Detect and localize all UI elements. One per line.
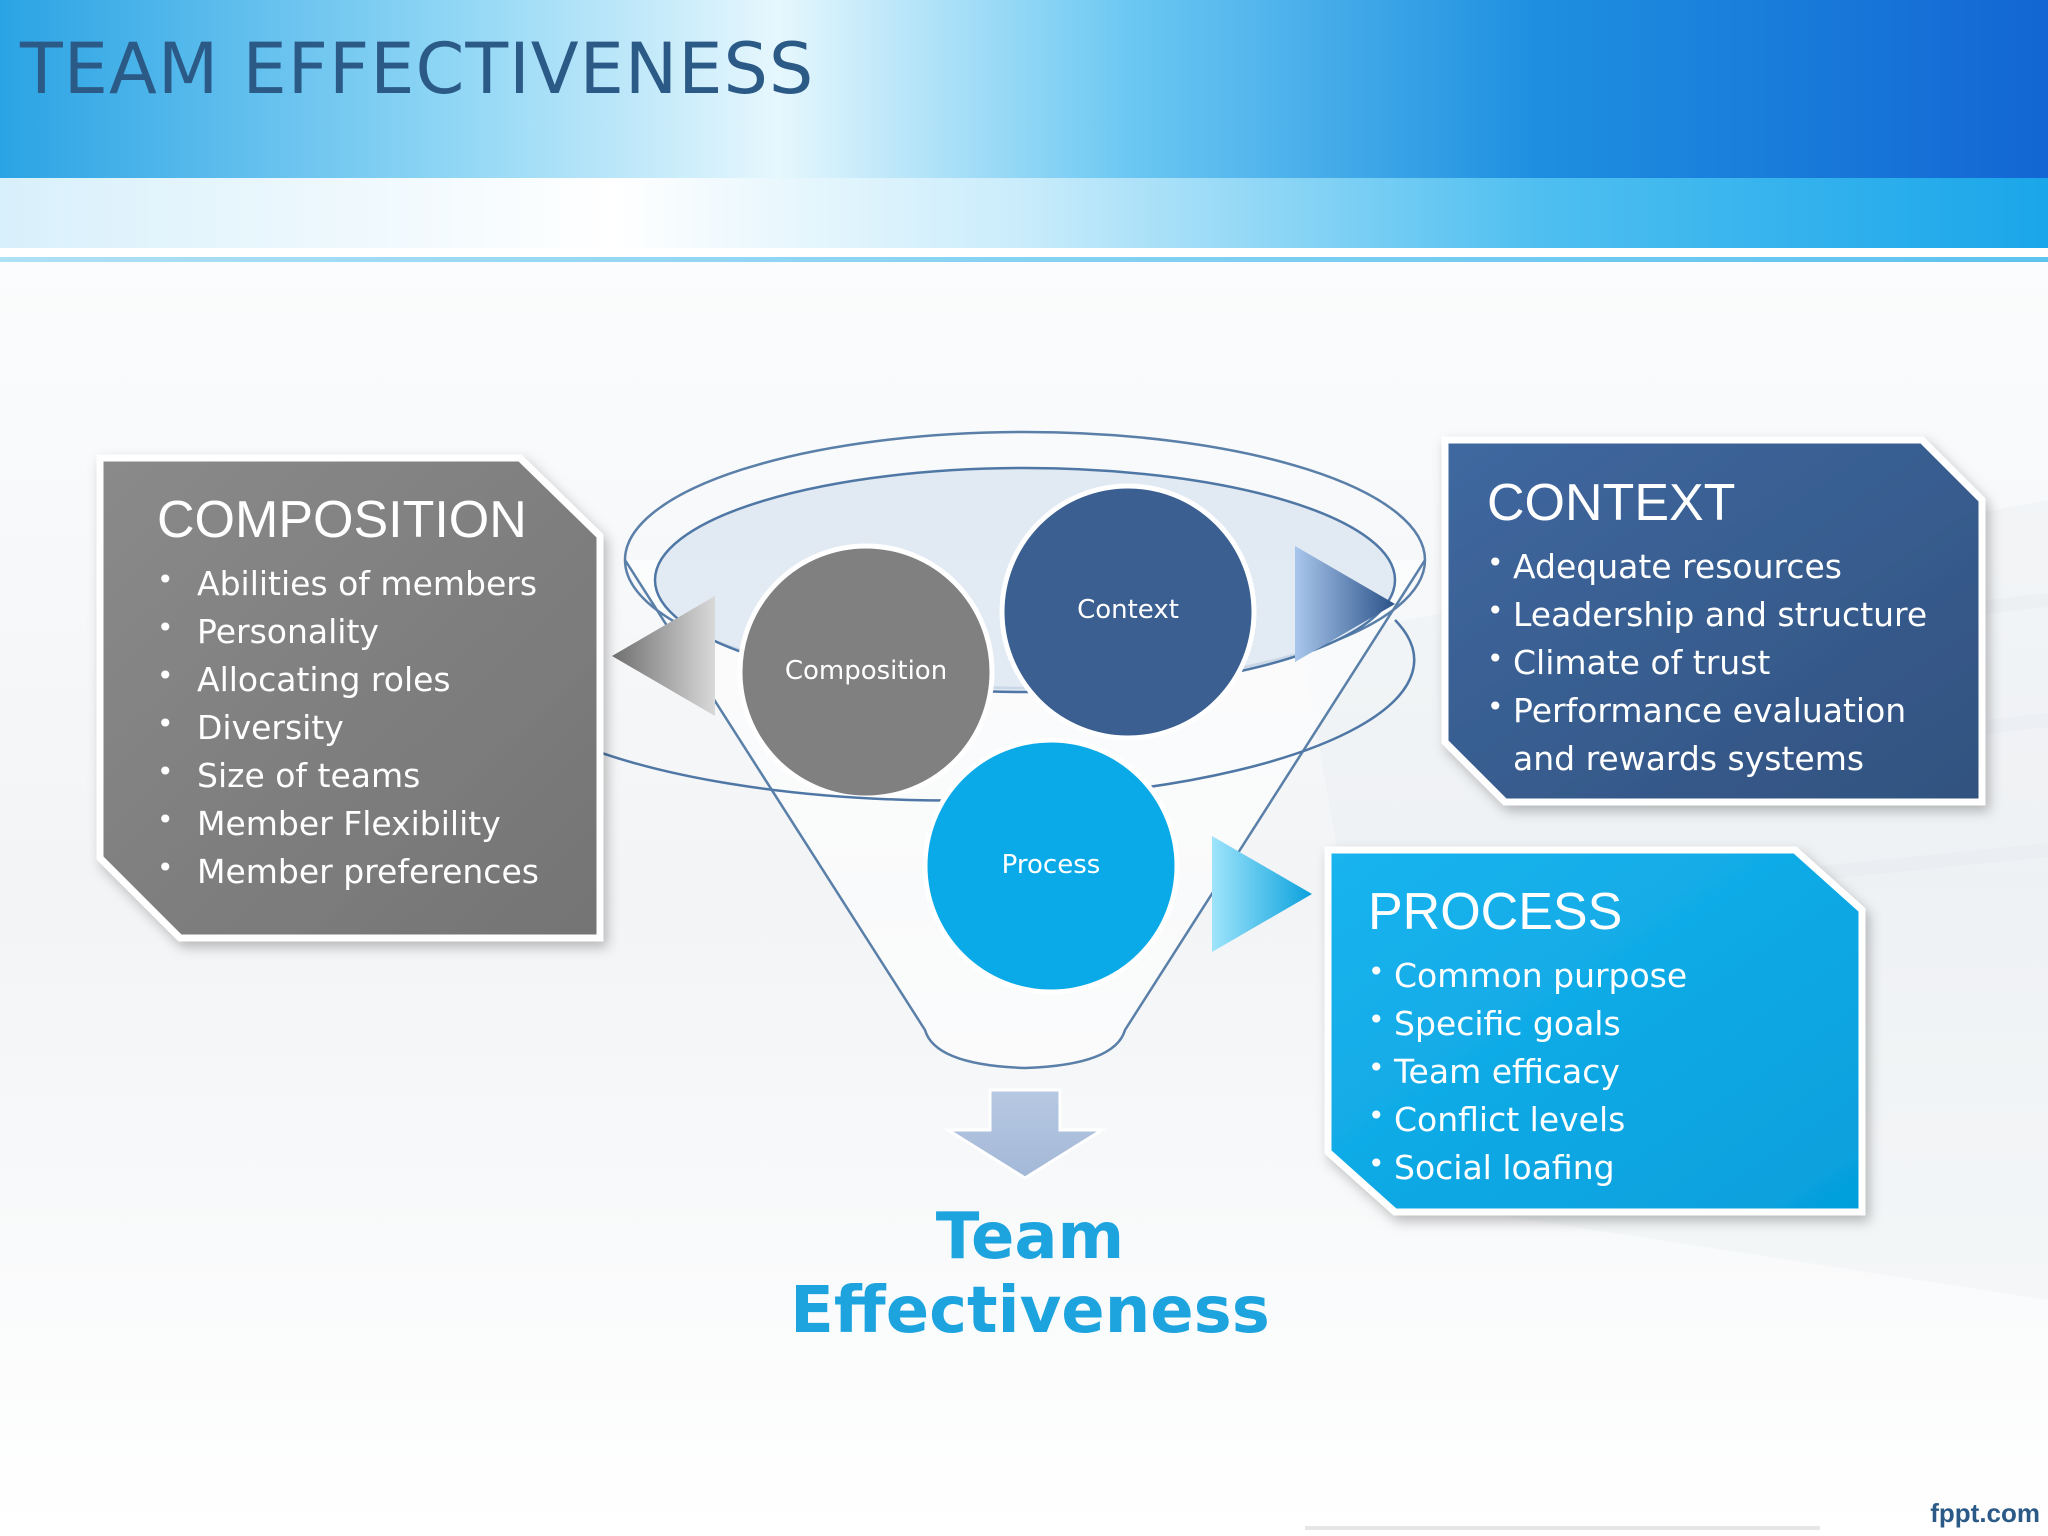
list-item: Member Flexibility	[157, 796, 597, 848]
process-arrow-icon	[1212, 836, 1312, 952]
composition-box: COMPOSITION Abilities of members Persona…	[157, 490, 597, 896]
list-item: Adequate resources	[1487, 539, 1962, 591]
process-circle-label: Process	[1001, 850, 1101, 880]
header-banner-lower	[0, 178, 2048, 248]
list-item: Leadership and structure	[1487, 587, 1962, 639]
footer-brand[interactable]: fppt.com	[1930, 1498, 2040, 1528]
context-circle	[999, 483, 1257, 741]
list-item: Personality	[157, 604, 597, 656]
list-item: Allocating roles	[157, 652, 597, 704]
process-box: PROCESS Common purpose Specific goals Te…	[1368, 882, 1838, 1192]
process-heading: PROCESS	[1368, 883, 1623, 941]
composition-circle-label: Composition	[784, 656, 948, 686]
context-heading: CONTEXT	[1487, 474, 1736, 532]
list-item: Performance evaluation and rewards syste…	[1487, 683, 1962, 783]
list-item: Diversity	[157, 700, 597, 752]
composition-heading: COMPOSITION	[157, 491, 527, 549]
list-item: Team efficacy	[1368, 1044, 1838, 1096]
header-divider	[0, 257, 2048, 262]
list-item: Specific goals	[1368, 996, 1838, 1048]
list-item: Size of teams	[157, 748, 597, 800]
list-item: Member preferences	[157, 844, 597, 896]
process-list: Common purpose Specific goals Team effic…	[1368, 948, 1838, 1192]
context-list: Adequate resources Leadership and struct…	[1487, 539, 1962, 783]
header-banner	[0, 0, 2048, 178]
list-item: Common purpose	[1368, 948, 1838, 1000]
process-circle	[922, 737, 1180, 995]
outcome-label: Team Effectiveness	[790, 1200, 1270, 1348]
context-circle-label: Context	[1077, 595, 1179, 625]
footer-line	[1305, 1526, 1820, 1530]
list-item: Conflict levels	[1368, 1092, 1838, 1144]
context-box: CONTEXT Adequate resources Leadership an…	[1487, 473, 1962, 783]
list-item: Climate of trust	[1487, 635, 1962, 687]
composition-list: Abilities of members Personality Allocat…	[157, 556, 597, 896]
slide-title: TEAM EFFECTIVENESS	[20, 28, 815, 110]
context-arrow-icon	[1295, 546, 1395, 662]
list-item: Abilities of members	[157, 556, 597, 608]
list-item: Social loafing	[1368, 1140, 1838, 1192]
composition-arrow-icon	[612, 596, 715, 716]
down-arrow-icon	[942, 1088, 1108, 1180]
